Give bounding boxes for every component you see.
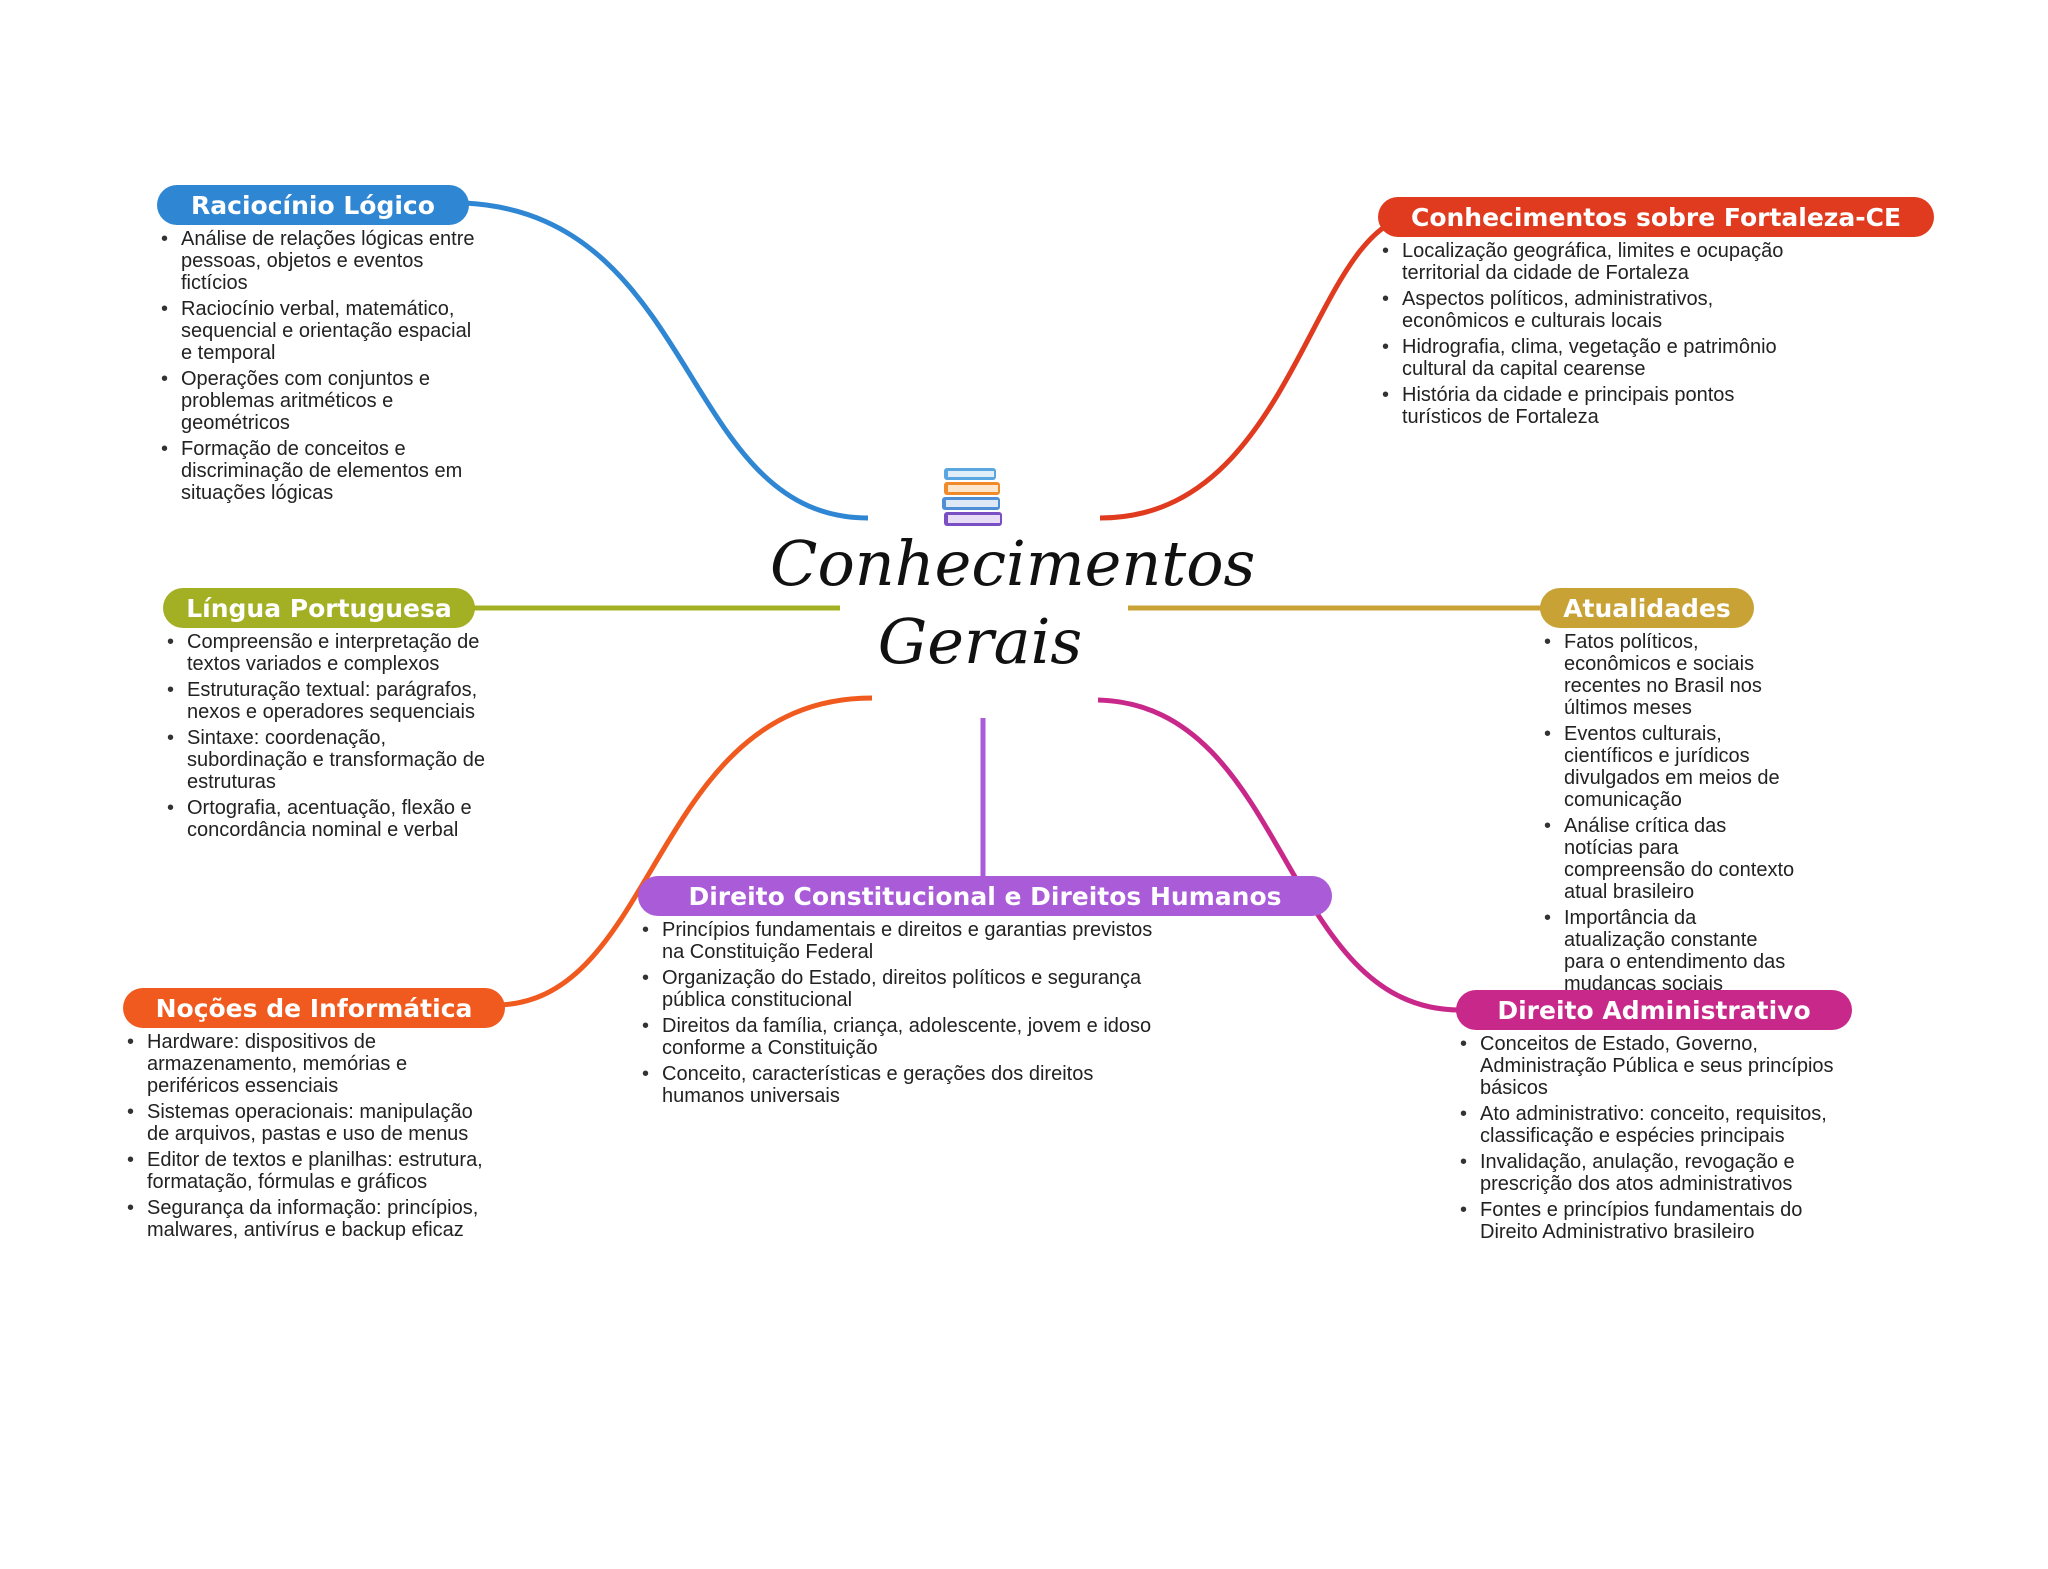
- list-item: Operações com conjuntos e problemas arit…: [157, 368, 482, 434]
- list-item: Conceitos de Estado, Governo, Administra…: [1456, 1033, 1836, 1099]
- informatica-topic-list: Hardware: dispositivos de armazenamento,…: [123, 1031, 493, 1245]
- connector-fortaleza: [1099, 212, 1421, 521]
- portugues-topic-list: Compreensão e interpretação de textos va…: [163, 631, 498, 845]
- list-item: Organização do Estado, direitos político…: [638, 967, 1158, 1011]
- books-icon: [942, 468, 1002, 526]
- list-item: Conceito, características e gerações dos…: [638, 1063, 1158, 1107]
- list-item: Sintaxe: coordenação, subordinação e tra…: [163, 727, 498, 793]
- node-constitucional-title: Direito Constitucional e Direitos Humano…: [688, 881, 1282, 911]
- list-item: Estruturação textual: parágrafos, nexos …: [163, 679, 498, 723]
- list-item: Fatos políticos, econômicos e sociais re…: [1540, 631, 1800, 719]
- list-item: Invalidação, anulação, revogação e presc…: [1456, 1151, 1836, 1195]
- node-nocoes-informatica[interactable]: Noções de Informática: [123, 988, 505, 1028]
- node-atualidades-title: Atualidades: [1563, 593, 1731, 623]
- list-item: Hidrografia, clima, vegetação e patrimôn…: [1378, 336, 1818, 380]
- raciocinio-topic-list: Análise de relações lógicas entre pessoa…: [157, 228, 482, 508]
- list-item: Análise crítica das notícias para compre…: [1540, 815, 1800, 903]
- connector-administrativo: [1097, 697, 1461, 1013]
- list-item: Princípios fundamentais e direitos e gar…: [638, 919, 1158, 963]
- list-item: Ato administrativo: conceito, requisitos…: [1456, 1103, 1836, 1147]
- node-informatica-title: Noções de Informática: [155, 993, 473, 1023]
- list-item: Editor de textos e planilhas: estrutura,…: [123, 1149, 493, 1193]
- atualidades-topic-list: Fatos políticos, econômicos e sociais re…: [1540, 631, 1800, 999]
- constitucional-topic-list: Princípios fundamentais e direitos e gar…: [638, 919, 1158, 1111]
- administrativo-topic-list: Conceitos de Estado, Governo, Administra…: [1456, 1033, 1836, 1247]
- central-title-line2: Gerais: [877, 605, 1083, 678]
- list-item: Sistemas operacionais: manipulação de ar…: [123, 1101, 493, 1145]
- list-item: Análise de relações lógicas entre pessoa…: [157, 228, 482, 294]
- node-direito-administrativo[interactable]: Direito Administrativo: [1456, 990, 1852, 1030]
- node-lingua-portuguesa[interactable]: Língua Portuguesa: [163, 588, 475, 628]
- list-item: Compreensão e interpretação de textos va…: [163, 631, 498, 675]
- node-atualidades[interactable]: Atualidades: [1540, 588, 1754, 628]
- list-item: Formação de conceitos e discriminação de…: [157, 438, 482, 504]
- connector-raciocinio: [464, 200, 869, 521]
- central-topic-title: Conhecimentos Gerais: [770, 525, 1256, 681]
- list-item: Importância da atualização constante par…: [1540, 907, 1800, 995]
- node-raciocinio-logico[interactable]: Raciocínio Lógico: [157, 185, 469, 225]
- node-fortaleza-title: Conhecimentos sobre Fortaleza-CE: [1410, 202, 1902, 232]
- node-raciocinio-title: Raciocínio Lógico: [191, 190, 435, 220]
- node-administrativo-title: Direito Administrativo: [1497, 995, 1811, 1025]
- fortaleza-topic-list: Localização geográfica, limites e ocupaç…: [1378, 240, 1818, 432]
- list-item: Direitos da família, criança, adolescent…: [638, 1015, 1158, 1059]
- list-item: História da cidade e principais pontos t…: [1378, 384, 1818, 428]
- list-item: Hardware: dispositivos de armazenamento,…: [123, 1031, 493, 1097]
- list-item: Raciocínio verbal, matemático, sequencia…: [157, 298, 482, 364]
- node-direito-constitucional[interactable]: Direito Constitucional e Direitos Humano…: [638, 876, 1332, 916]
- connector-informatica: [494, 695, 873, 1008]
- list-item: Fontes e princípios fundamentais do Dire…: [1456, 1199, 1836, 1243]
- list-item: Aspectos políticos, administrativos, eco…: [1378, 288, 1818, 332]
- node-fortaleza[interactable]: Conhecimentos sobre Fortaleza-CE: [1378, 197, 1934, 237]
- node-portugues-title: Língua Portuguesa: [186, 593, 452, 623]
- list-item: Segurança da informação: princípios, mal…: [123, 1197, 493, 1241]
- list-item: Localização geográfica, limites e ocupaç…: [1378, 240, 1818, 284]
- central-title-line1: Conhecimentos: [770, 527, 1256, 600]
- list-item: Ortografia, acentuação, flexão e concord…: [163, 797, 498, 841]
- list-item: Eventos culturais, científicos e jurídic…: [1540, 723, 1800, 811]
